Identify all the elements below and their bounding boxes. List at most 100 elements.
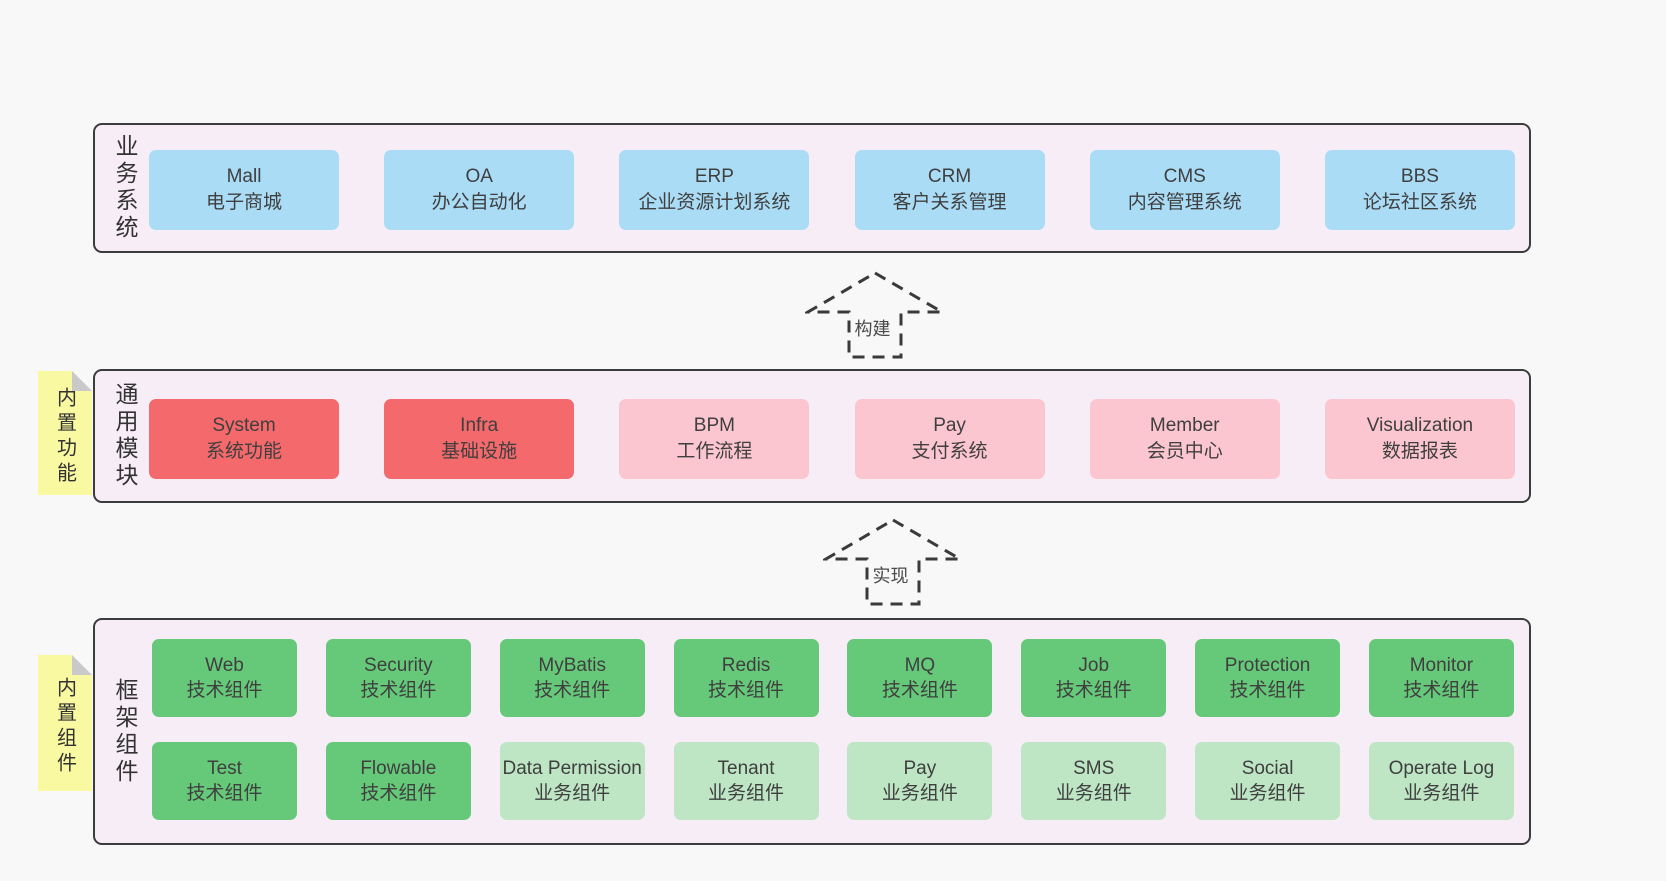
dashed-up-arrow-icon bbox=[805, 271, 945, 359]
box-row: Test 技术组件 Flowable 技术组件 Data Permission … bbox=[152, 742, 1514, 820]
node-subtitle: 业务组件 bbox=[708, 783, 785, 804]
node-title: Protection bbox=[1224, 655, 1311, 676]
node-title: System bbox=[212, 415, 276, 436]
node-title: Social bbox=[1241, 758, 1294, 779]
node-subtitle: 技术组件 bbox=[186, 783, 263, 804]
node-title: Test bbox=[207, 758, 242, 779]
node-title: Tenant bbox=[717, 758, 775, 779]
node-subtitle: 技术组件 bbox=[360, 680, 437, 701]
node-subtitle: 数据报表 bbox=[1381, 441, 1458, 462]
node-subtitle: 业务组件 bbox=[1229, 783, 1306, 804]
node-operate-log: Operate Log 业务组件 bbox=[1368, 742, 1514, 820]
node-title: Security bbox=[364, 655, 433, 676]
layer-label: 框架组件 bbox=[112, 677, 138, 786]
node-title: CMS bbox=[1163, 166, 1206, 187]
node-web: Web 技术组件 bbox=[152, 639, 297, 717]
node-pay-biz: Pay 业务组件 bbox=[847, 742, 993, 820]
node-subtitle: 技术组件 bbox=[534, 680, 611, 701]
node-title: Member bbox=[1149, 415, 1220, 436]
node-subtitle: 基础设施 bbox=[441, 441, 518, 462]
sticky-note-builtin-components: 内置组件 bbox=[38, 655, 92, 791]
layer-common-modules: 通用模块 System 系统功能 Infra 基础设施 BPM 工作流程 Pay… bbox=[93, 369, 1531, 503]
node-title: CRM bbox=[927, 166, 972, 187]
node-subtitle: 技术组件 bbox=[360, 783, 437, 804]
node-title: Mall bbox=[226, 166, 262, 187]
node-subtitle: 技术组件 bbox=[1055, 680, 1132, 701]
node-subtitle: 系统功能 bbox=[205, 441, 282, 462]
node-cms: CMS 内容管理系统 bbox=[1089, 150, 1280, 230]
node-title: Monitor bbox=[1409, 655, 1474, 676]
sticky-note-label: 内置组件 bbox=[53, 677, 76, 778]
layer-business-systems: 业务系统 Mall 电子商城 OA 办公自动化 ERP 企业资源计划系统 CRM… bbox=[93, 123, 1531, 253]
node-sms: SMS 业务组件 bbox=[1021, 742, 1167, 820]
node-erp: ERP 企业资源计划系统 bbox=[619, 150, 810, 230]
node-title: OA bbox=[465, 166, 493, 187]
node-subtitle: 内容管理系统 bbox=[1127, 192, 1242, 213]
node-social: Social 业务组件 bbox=[1195, 742, 1341, 820]
node-redis: Redis 技术组件 bbox=[673, 639, 819, 717]
node-title: Visualization bbox=[1366, 415, 1474, 436]
layer-label: 通用模块 bbox=[112, 382, 138, 490]
node-title: MyBatis bbox=[538, 655, 606, 676]
node-title: Operate Log bbox=[1388, 758, 1495, 779]
node-tenant: Tenant 业务组件 bbox=[673, 742, 819, 820]
node-crm: CRM 客户关系管理 bbox=[854, 150, 1045, 230]
box-row: System 系统功能 Infra 基础设施 BPM 工作流程 Pay 支付系统… bbox=[149, 399, 1515, 479]
node-title: BPM bbox=[693, 415, 735, 436]
node-bbs: BBS 论坛社区系统 bbox=[1324, 150, 1515, 230]
node-title: Pay bbox=[933, 415, 966, 436]
node-security: Security 技术组件 bbox=[325, 639, 471, 717]
node-title: BBS bbox=[1400, 166, 1439, 187]
arrow-implement-up: 实现 bbox=[823, 517, 963, 607]
node-subtitle: 论坛社区系统 bbox=[1362, 192, 1477, 213]
node-visualization: Visualization 数据报表 bbox=[1324, 399, 1515, 479]
node-title: Job bbox=[1078, 655, 1110, 676]
node-subtitle: 业务组件 bbox=[534, 783, 611, 804]
node-subtitle: 客户关系管理 bbox=[892, 192, 1007, 213]
node-monitor: Monitor 技术组件 bbox=[1368, 639, 1514, 717]
node-flowable: Flowable 技术组件 bbox=[325, 742, 471, 820]
node-bpm: BPM 工作流程 bbox=[619, 399, 810, 479]
node-subtitle: 会员中心 bbox=[1146, 441, 1223, 462]
sticky-note-label: 内置功能 bbox=[53, 386, 76, 487]
node-protection: Protection 技术组件 bbox=[1195, 639, 1341, 717]
sticky-note-builtin-features: 内置功能 bbox=[38, 371, 92, 495]
node-mall: Mall 电子商城 bbox=[149, 150, 339, 230]
node-title: Data Permission bbox=[502, 758, 642, 779]
node-subtitle: 电子商城 bbox=[205, 192, 282, 213]
node-subtitle: 业务组件 bbox=[881, 783, 958, 804]
node-title: Pay bbox=[903, 758, 937, 779]
box-row: Web 技术组件 Security 技术组件 MyBatis 技术组件 Redi… bbox=[152, 639, 1514, 717]
node-subtitle: 企业资源计划系统 bbox=[638, 192, 791, 213]
node-subtitle: 技术组件 bbox=[708, 680, 785, 701]
node-title: Redis bbox=[721, 655, 771, 676]
arrow-label: 实现 bbox=[869, 562, 912, 588]
layer-label: 业务系统 bbox=[112, 134, 138, 242]
arrow-label: 构建 bbox=[851, 315, 894, 341]
node-title: Flowable bbox=[360, 758, 437, 779]
node-oa: OA 办公自动化 bbox=[384, 150, 575, 230]
layer-framework-components: 框架组件 Web 技术组件 Security 技术组件 MyBatis 技术组件… bbox=[93, 618, 1531, 845]
node-data-permission: Data Permission 业务组件 bbox=[499, 742, 645, 820]
node-subtitle: 工作流程 bbox=[676, 441, 753, 462]
node-subtitle: 办公自动化 bbox=[431, 192, 527, 213]
node-test: Test 技术组件 bbox=[152, 742, 297, 820]
node-job: Job 技术组件 bbox=[1021, 639, 1167, 717]
node-title: ERP bbox=[694, 166, 734, 187]
node-subtitle: 业务组件 bbox=[1403, 783, 1480, 804]
node-subtitle: 业务组件 bbox=[1055, 783, 1132, 804]
node-title: Infra bbox=[460, 415, 499, 436]
box-row: Mall 电子商城 OA 办公自动化 ERP 企业资源计划系统 CRM 客户关系… bbox=[149, 150, 1515, 230]
node-subtitle: 支付系统 bbox=[911, 441, 988, 462]
node-title: MQ bbox=[904, 655, 936, 676]
node-subtitle: 技术组件 bbox=[881, 680, 958, 701]
node-mybatis: MyBatis 技术组件 bbox=[499, 639, 645, 717]
node-mq: MQ 技术组件 bbox=[847, 639, 993, 717]
node-title: Web bbox=[205, 655, 244, 676]
node-subtitle: 技术组件 bbox=[1403, 680, 1480, 701]
node-subtitle: 技术组件 bbox=[1229, 680, 1306, 701]
node-pay: Pay 支付系统 bbox=[854, 399, 1045, 479]
node-system: System 系统功能 bbox=[149, 399, 339, 479]
node-infra: Infra 基础设施 bbox=[384, 399, 575, 479]
